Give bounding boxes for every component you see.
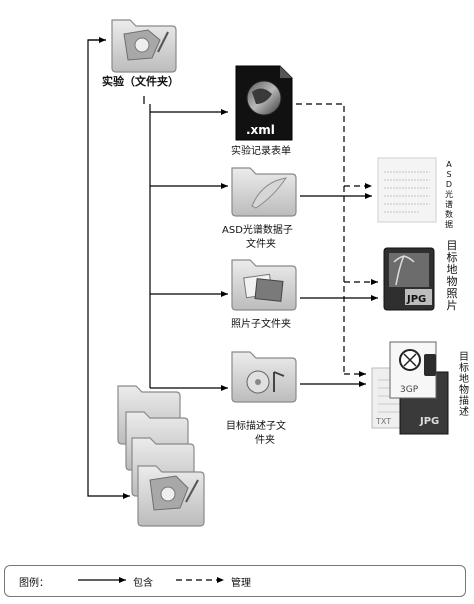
asd-data-label: ASD光谱数据 [445,160,453,229]
desc-folder-label-line2: 件夹 [255,435,275,446]
legend-title: 图例： [19,578,49,589]
contains-connectors [87,37,378,499]
desc-folder-icon[interactable] [231,351,297,403]
asd-folder-label-line1: ASD光谱数据子 [222,225,293,236]
txt-badge-text: TXT [375,417,391,426]
xml-file-icon[interactable]: .xml [235,65,293,141]
jpg-badge-text: JPG [406,294,426,305]
jpg-photo-icon[interactable]: JPG [383,247,435,311]
record-form-label: 实验记录表单 [231,146,291,157]
legend-contains-label: 包含 [133,578,153,589]
jpg-desc-badge-text: JPG [419,416,439,427]
experiment-folder-stack-icon[interactable] [117,385,205,527]
desc-target-label: 目标地物描述 [459,352,469,418]
root-folder-label: 实验（文件夹） [102,75,179,88]
asd-folder-icon[interactable] [231,167,297,217]
manage-trunk [296,103,345,374]
photo-folder-icon[interactable] [231,259,297,311]
asd-folder-label-line2: 文件夹 [246,239,276,250]
photo-target-label: 目标地物照片 [446,239,458,312]
manages-connectors [296,103,378,377]
xml-file-type-label: .xml [246,123,275,137]
desc-folder-label-line1: 目标描述子文 [226,421,286,432]
legend-box: 图例： 包含 管理 [4,565,466,597]
description-bundle-icon[interactable]: 3GP TXT JPG [371,341,449,435]
legend-manages-label: 管理 [231,578,251,589]
asd-data-document-icon[interactable] [377,157,437,223]
root-folder-icon[interactable] [111,19,177,73]
3gp-badge-text: 3GP [400,385,419,395]
photo-folder-label: 照片子文件夹 [231,319,291,330]
